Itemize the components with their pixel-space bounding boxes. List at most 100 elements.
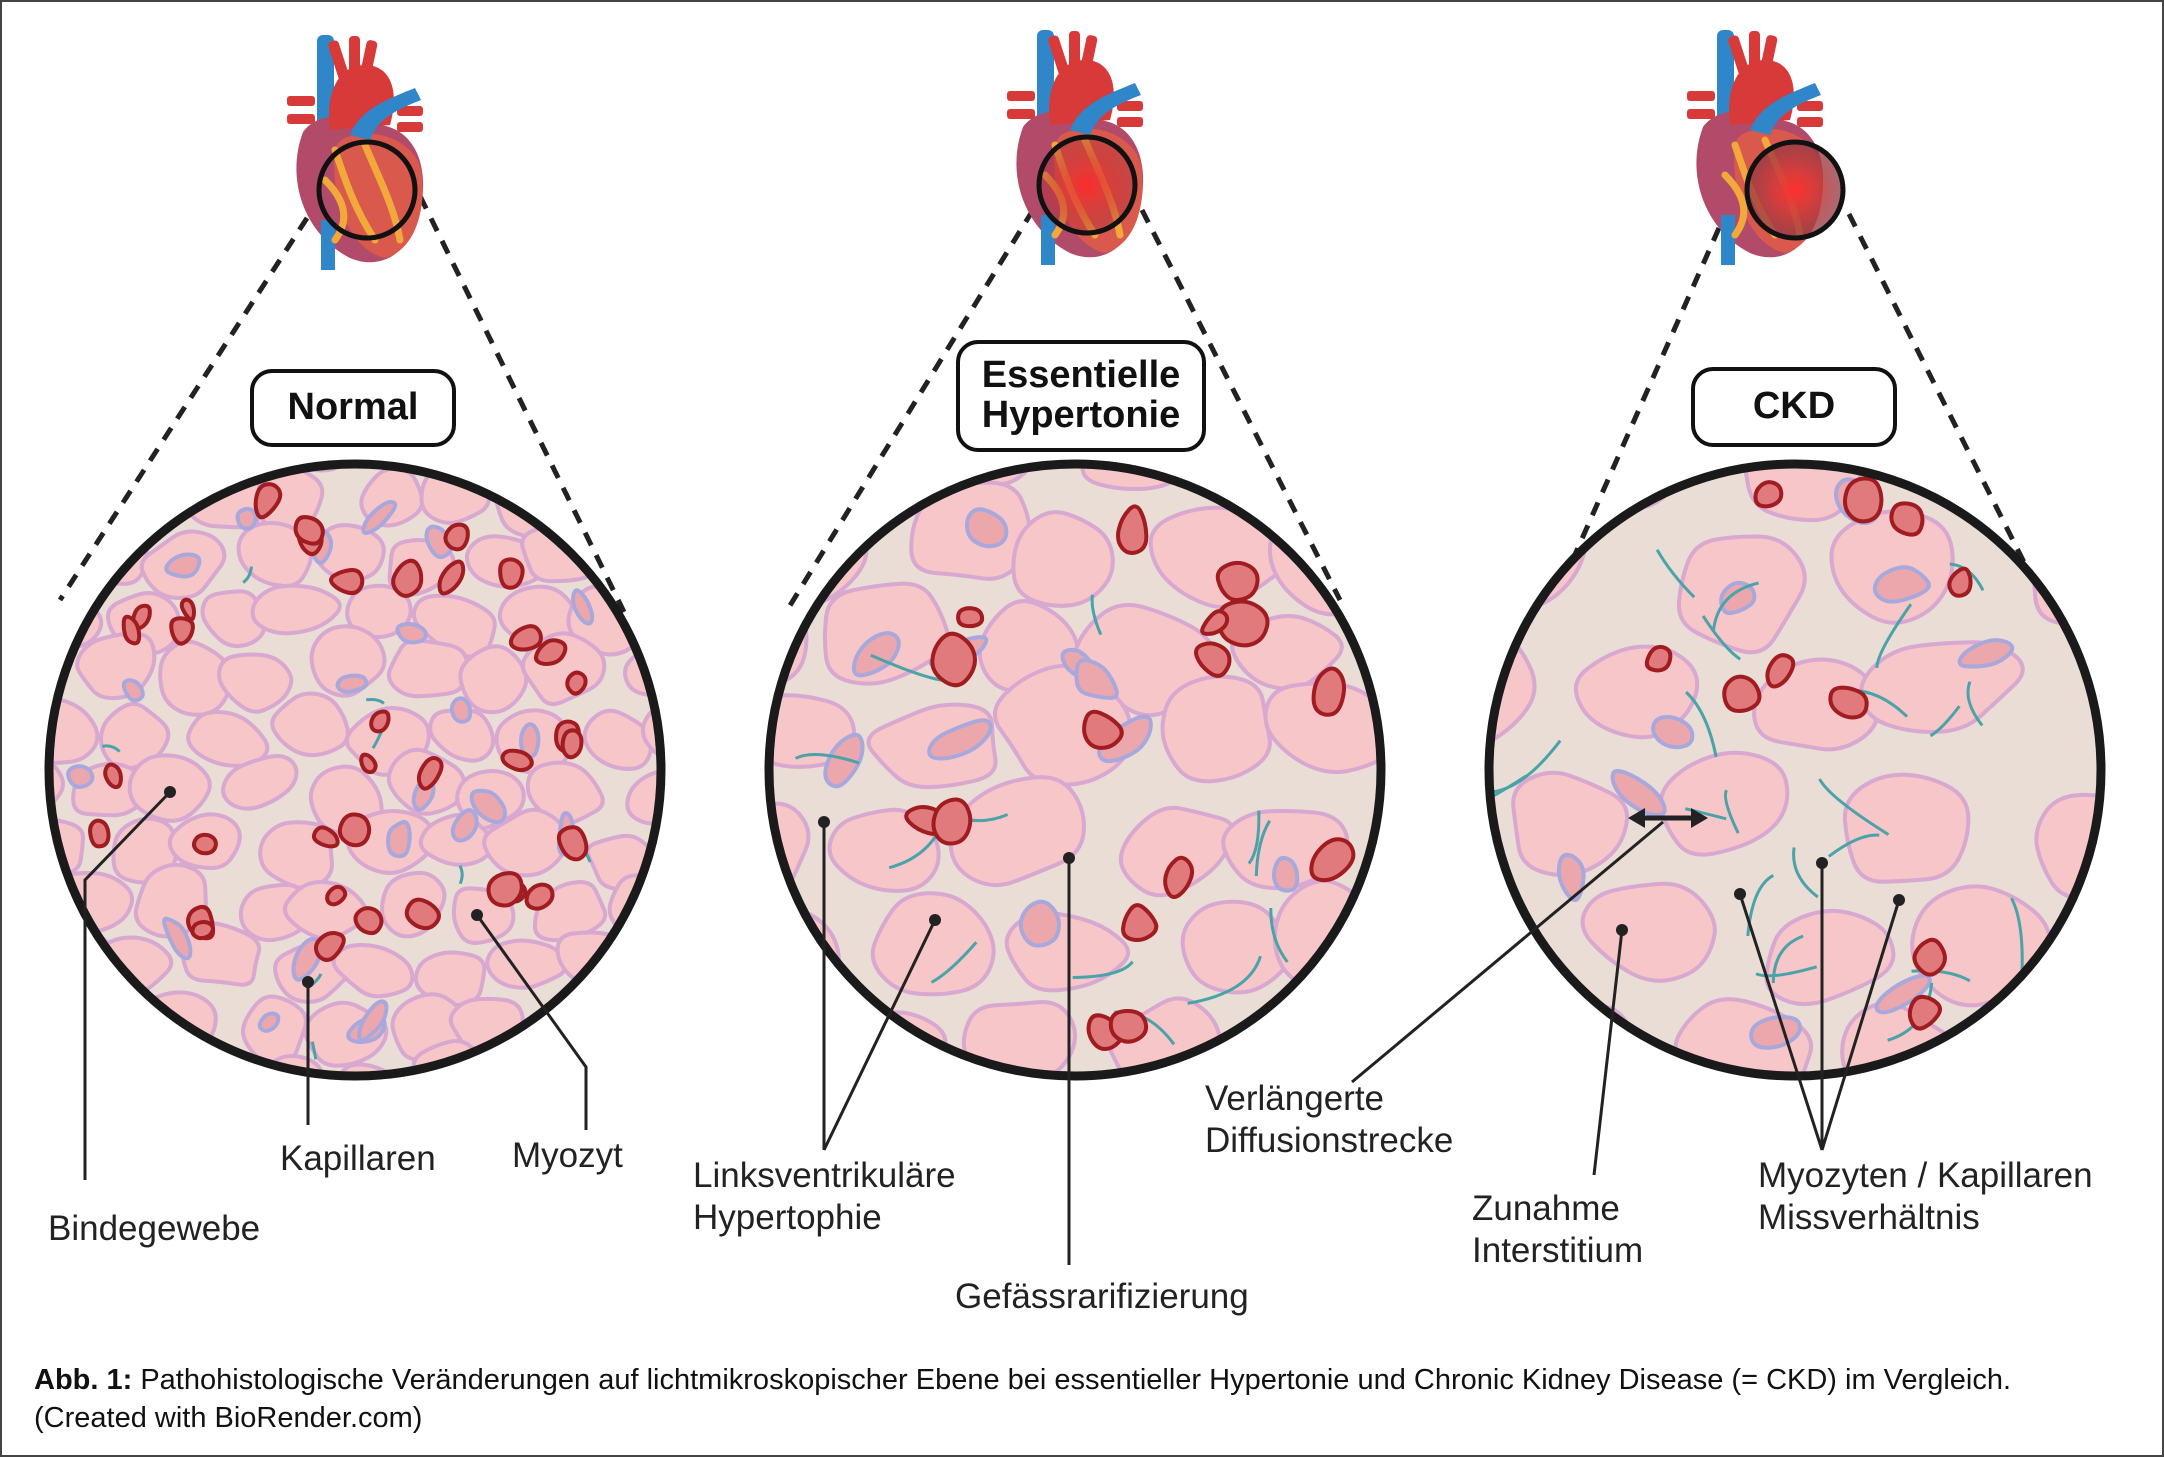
tissue-circles bbox=[44, 459, 2106, 1081]
myocyte bbox=[643, 464, 661, 533]
myocyte bbox=[49, 817, 86, 878]
panel-title-normal: Normal bbox=[250, 369, 456, 447]
myocyte bbox=[1489, 464, 1504, 495]
capillary bbox=[931, 797, 973, 846]
capillary bbox=[486, 871, 524, 908]
myocyte bbox=[646, 585, 661, 645]
capillary bbox=[325, 884, 348, 907]
leader-line bbox=[1738, 893, 1824, 1151]
myocyte bbox=[428, 708, 496, 763]
annotation-lv-hypertrophy-line1: Linksventrikuläre bbox=[693, 1156, 956, 1195]
capillary bbox=[1082, 709, 1124, 750]
nucleus bbox=[1651, 715, 1695, 750]
panel-title-normal-text: Normal bbox=[287, 386, 419, 429]
nucleus bbox=[1272, 855, 1300, 893]
magnifier-circle bbox=[1744, 139, 1846, 241]
myocyte bbox=[327, 1062, 402, 1076]
myocyte bbox=[156, 1049, 251, 1076]
annotation-vessel-rarefaction: Gefässrarifizierung bbox=[955, 1277, 1249, 1316]
myocyte bbox=[331, 943, 415, 999]
capillary bbox=[191, 832, 218, 856]
capillary bbox=[359, 752, 378, 775]
myocyte bbox=[240, 994, 308, 1067]
myocyte bbox=[1842, 772, 1971, 884]
annotation-leader-lines bbox=[83, 786, 1905, 1265]
pulmonary-vein bbox=[1687, 109, 1715, 119]
myocyte bbox=[1233, 464, 1344, 490]
annotation-lv-hypertrophy: Linksventrikuläre Hypertophie bbox=[693, 1155, 956, 1239]
capillary bbox=[121, 614, 142, 646]
myocyte bbox=[1180, 899, 1292, 995]
connective-fiber bbox=[1723, 789, 1740, 834]
leader-dot bbox=[471, 909, 483, 921]
myocyte bbox=[1011, 510, 1115, 608]
capillary bbox=[1121, 903, 1159, 943]
magnifier-circle bbox=[316, 139, 418, 241]
myocyte bbox=[221, 753, 299, 811]
nucleus bbox=[927, 718, 993, 761]
capillary bbox=[1311, 666, 1347, 717]
leader-line bbox=[1351, 820, 1664, 1084]
leader-dot bbox=[1616, 924, 1628, 936]
myocyte bbox=[386, 638, 470, 699]
inflammation-glow bbox=[1747, 142, 1843, 238]
capillary bbox=[1194, 641, 1232, 678]
capillary bbox=[253, 482, 283, 520]
connective-fiber bbox=[794, 753, 860, 765]
capillary bbox=[443, 522, 470, 552]
capillary bbox=[313, 931, 346, 962]
zoom-guide-line bbox=[417, 194, 627, 614]
annotation-mismatch-line1: Myozyten / Kapillaren bbox=[1758, 1156, 2093, 1195]
connective-fiber bbox=[1711, 581, 1759, 632]
heart-icon bbox=[287, 35, 424, 270]
leader-line bbox=[83, 790, 172, 1180]
caption-text: Pathohistologische Veränderungen auf lic… bbox=[34, 1364, 2012, 1434]
capillary bbox=[190, 920, 215, 941]
capillary bbox=[1889, 501, 1925, 537]
myocyte bbox=[49, 466, 107, 526]
connective-fiber bbox=[930, 941, 978, 984]
heart-icon bbox=[1007, 30, 1144, 265]
capillary bbox=[1722, 674, 1762, 713]
myocyte bbox=[544, 464, 625, 466]
pulmonary-vein bbox=[1117, 117, 1143, 127]
myocyte bbox=[769, 906, 841, 1013]
nucleus bbox=[1719, 580, 1757, 616]
tissue-circle-rim bbox=[44, 459, 666, 1081]
annotation-interstitium-line2: Interstitium bbox=[1472, 1231, 1644, 1270]
pulmonary-vein bbox=[287, 114, 315, 124]
connective-fiber bbox=[2010, 897, 2024, 979]
myocyte bbox=[49, 993, 68, 1061]
capillary bbox=[500, 748, 534, 773]
myocyte bbox=[1886, 464, 2036, 487]
connective-fiber bbox=[458, 865, 464, 885]
panel-title-hypertension-line1: Essentielle bbox=[981, 354, 1181, 397]
histology-hypertension bbox=[769, 464, 1381, 1076]
myocyte bbox=[1511, 770, 1630, 878]
nucleus bbox=[66, 764, 95, 789]
panel-title-ckd-text: CKD bbox=[1752, 385, 1836, 428]
myocyte bbox=[1118, 805, 1236, 898]
myocyte bbox=[583, 1062, 661, 1076]
capillary bbox=[329, 567, 365, 596]
myocyte bbox=[137, 464, 219, 487]
myocyte bbox=[577, 474, 661, 545]
capillary bbox=[565, 670, 588, 696]
diffusion-arrow-head-left bbox=[1628, 808, 1645, 828]
annotation-diffusion-distance: Verlängerte Diffusionstrecke bbox=[1205, 1078, 1453, 1162]
myocyte bbox=[769, 1008, 796, 1076]
capillary bbox=[293, 515, 325, 546]
capillary bbox=[1947, 566, 1973, 598]
capillary bbox=[956, 606, 985, 629]
nucleus bbox=[823, 732, 865, 789]
leader-dot bbox=[302, 976, 314, 988]
myocyte bbox=[485, 938, 568, 990]
capillary bbox=[1163, 855, 1195, 900]
capillary bbox=[534, 638, 568, 667]
myocyte bbox=[70, 464, 139, 477]
histology-ckd bbox=[1489, 464, 2101, 1076]
ivc bbox=[1721, 215, 1735, 265]
nucleus bbox=[335, 673, 369, 694]
pulmonary-artery bbox=[1750, 83, 1821, 135]
